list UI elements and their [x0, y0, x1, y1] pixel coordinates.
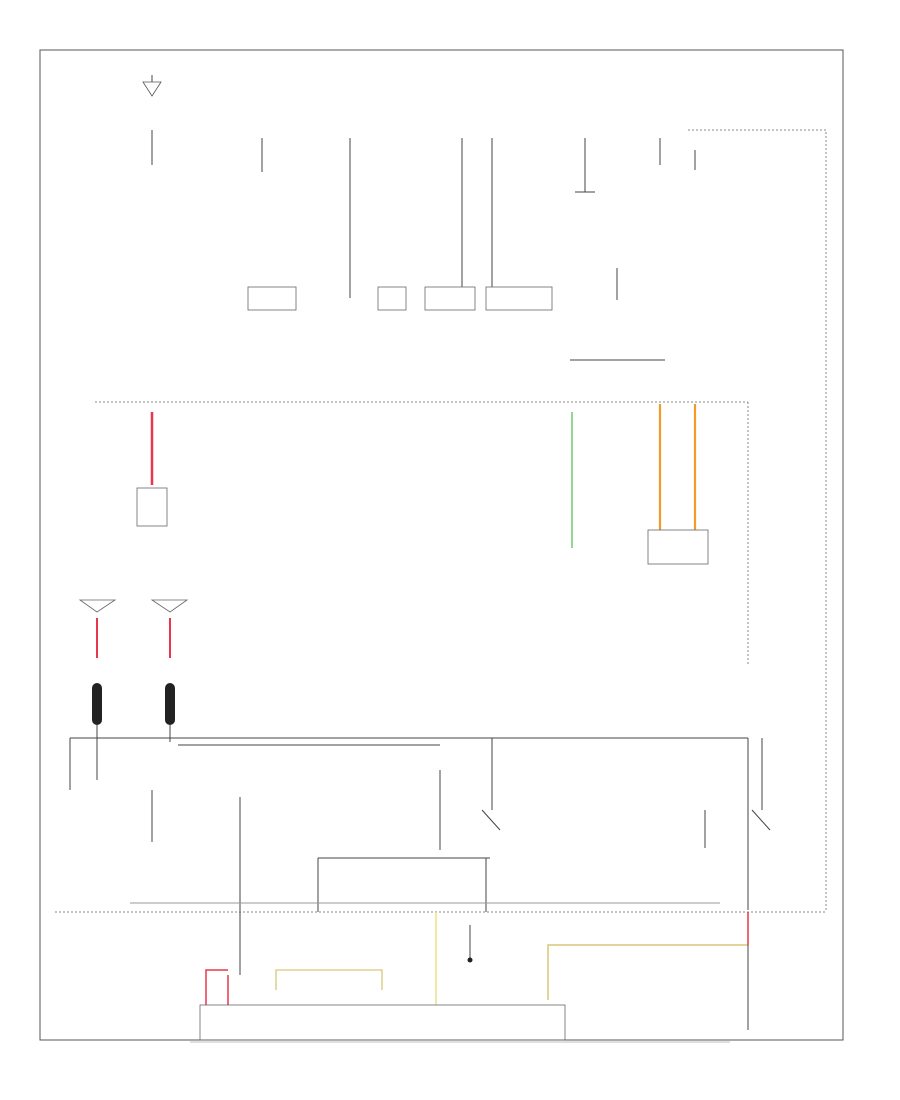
relay-switches-lower — [151, 770, 771, 912]
left-red-feed — [136, 412, 168, 527]
main-power-bus — [69, 737, 763, 910]
connector-box-right — [647, 529, 709, 565]
fusible-link-1 — [92, 683, 102, 725]
relay-block-row — [247, 268, 665, 361]
fusible-link-pair — [78, 599, 189, 742]
relay-block-4 — [485, 286, 553, 311]
fusible-link-box — [136, 487, 168, 527]
top-fuse-row — [261, 138, 696, 298]
relay-block-2 — [377, 286, 407, 311]
diagram-border — [39, 49, 844, 1041]
relay-block-3 — [424, 286, 476, 311]
right-bus-dashed — [688, 129, 827, 912]
relay-block-1 — [247, 286, 297, 311]
fusible-link-2 — [165, 683, 175, 725]
control-module-box — [199, 1004, 566, 1041]
bottom-connectors — [190, 912, 749, 1043]
top-battery-feed — [142, 75, 162, 165]
orange-wire-circuits — [647, 404, 709, 565]
